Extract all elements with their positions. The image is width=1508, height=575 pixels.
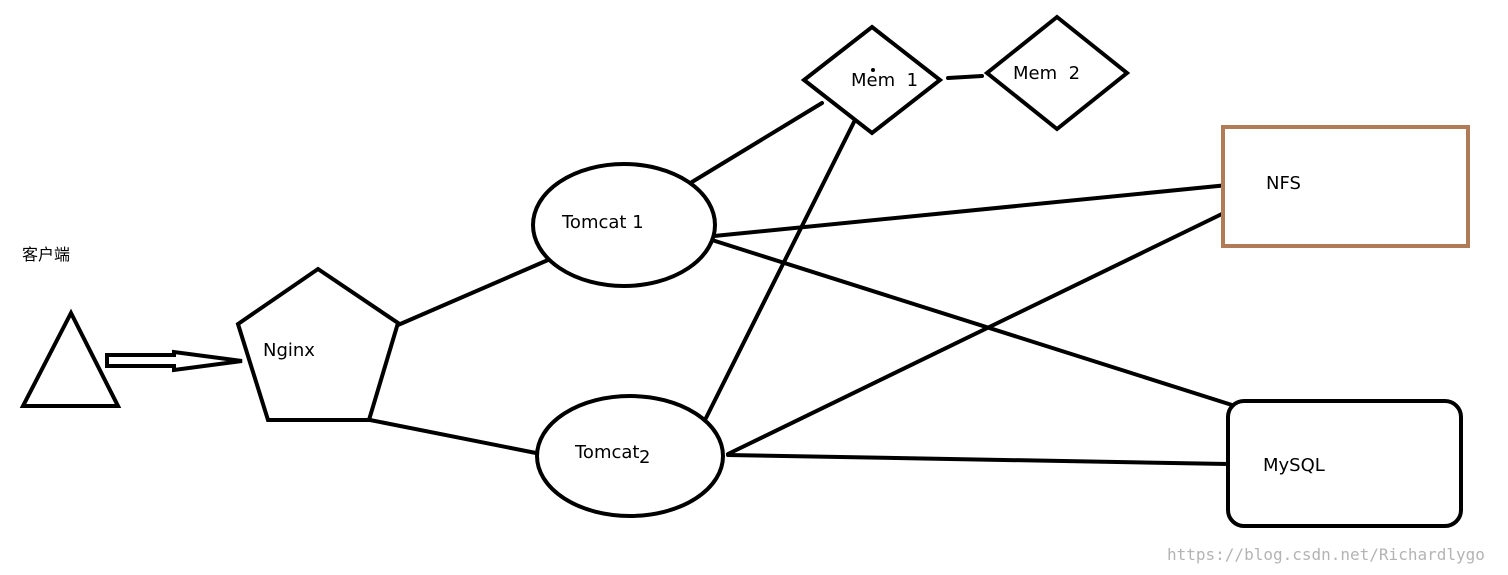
client-label: 客户端 xyxy=(22,245,70,264)
mem1-node[interactable]: Mem 1 xyxy=(800,24,944,136)
mysql-label: MySQL xyxy=(1263,455,1325,476)
tomcat1-ellipse-shape xyxy=(531,162,717,288)
tomcat2-subscript: 2 xyxy=(639,447,650,468)
tomcat1-node[interactable]: Tomcat 1 xyxy=(531,162,717,288)
client-to-nginx-arrow xyxy=(105,349,243,373)
edge-tomcat2-mysql xyxy=(726,453,1230,466)
edge-tomcat2-mem1 xyxy=(704,120,856,420)
client-node[interactable]: 客户端 xyxy=(19,245,122,408)
mem2-label: Mem 2 xyxy=(1013,63,1080,84)
edge-mem1-mem2 xyxy=(946,74,984,80)
mysql-node[interactable]: MySQL xyxy=(1226,399,1463,528)
mem2-node[interactable]: Mem 2 xyxy=(983,14,1131,132)
edge-tomcat1-mem1 xyxy=(690,101,824,184)
edge-tomcat1-mysql xyxy=(710,238,1234,407)
tomcat2-ellipse-shape xyxy=(535,394,725,518)
nfs-rectangle-shape xyxy=(1221,125,1470,248)
nginx-pentagon-shape xyxy=(235,266,401,422)
nfs-node[interactable]: NFS xyxy=(1221,125,1470,248)
tomcat2-node[interactable]: Tomcat 2 xyxy=(535,394,725,518)
edge-nginx-tomcat2 xyxy=(368,418,538,455)
edges xyxy=(368,74,1234,466)
mem1-label: Mem 1 xyxy=(851,70,918,91)
mem1-dot xyxy=(871,68,875,72)
mem1-diamond-shape xyxy=(800,24,944,136)
client-triangle-shape xyxy=(19,308,122,408)
edge-nginx-tomcat1 xyxy=(396,258,550,327)
tomcat1-label: Tomcat 1 xyxy=(561,212,644,233)
nginx-node[interactable]: Nginx xyxy=(235,266,401,422)
watermark-text: https://blog.csdn.net/Richardlygo xyxy=(1167,545,1485,564)
nginx-label: Nginx xyxy=(263,340,315,361)
tomcat2-label: Tomcat xyxy=(574,442,639,463)
mysql-rounded-rectangle-shape xyxy=(1226,399,1463,528)
nfs-label: NFS xyxy=(1266,173,1301,194)
edge-tomcat1-nfs xyxy=(712,183,1230,238)
edge-tomcat2-nfs xyxy=(726,210,1228,456)
mem2-diamond-shape xyxy=(983,14,1131,132)
double-arrow-shape xyxy=(105,349,243,373)
